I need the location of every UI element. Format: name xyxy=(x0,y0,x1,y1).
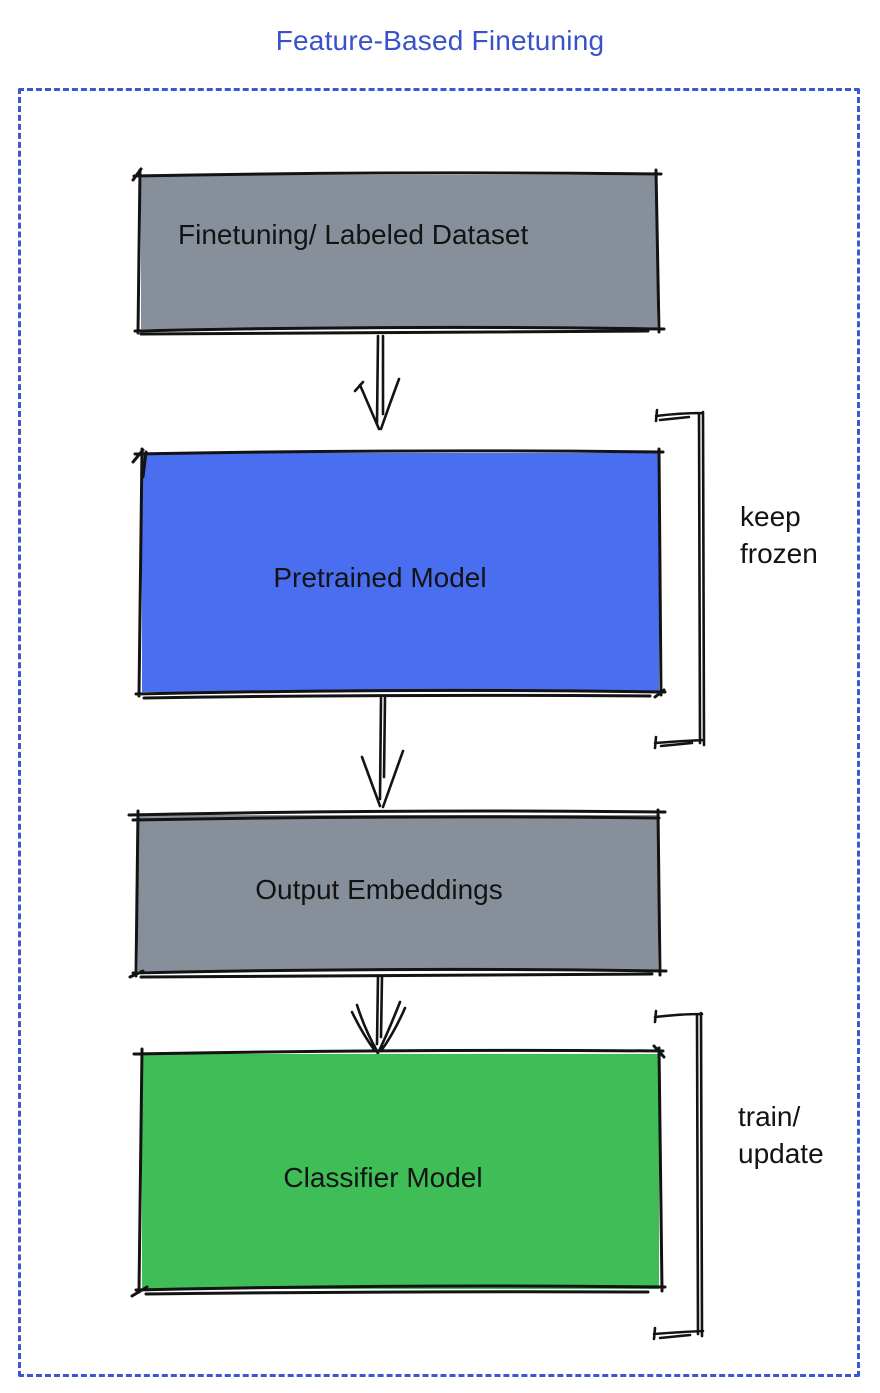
classifier-model-label: Classifier Model xyxy=(283,1162,483,1193)
diagram-title: Feature-Based Finetuning xyxy=(275,25,605,56)
sketch-outline xyxy=(127,808,668,979)
dashed-frame xyxy=(18,88,860,1377)
arrow-stroke xyxy=(350,974,407,1058)
box-pretrained-model xyxy=(131,447,667,700)
arrow-stroke xyxy=(360,696,405,809)
keep-frozen-annotation: keep frozen xyxy=(740,501,818,569)
arrow-down-icon xyxy=(350,974,407,1058)
bracket-stroke xyxy=(652,1009,705,1341)
pretrained-model-label: Pretrained Model xyxy=(273,562,487,593)
pretrained-model-rect xyxy=(142,453,659,692)
sketch-outline xyxy=(131,167,666,336)
classifier-model-rect xyxy=(142,1054,659,1289)
box-output-embeddings xyxy=(127,808,668,979)
sketch-outline xyxy=(131,447,667,700)
finetuning-dataset-rect xyxy=(141,175,657,329)
train-update-annotation: train/ update xyxy=(738,1101,824,1169)
box-finetuning-dataset xyxy=(131,167,666,336)
box-classifier-model xyxy=(130,1044,667,1298)
output-embeddings-label: Output Embeddings xyxy=(255,874,503,905)
arrow-down-icon xyxy=(353,334,401,431)
sketch-outline xyxy=(130,1044,667,1298)
arrow-down-icon xyxy=(360,696,405,809)
bracket-right-icon xyxy=(653,408,706,750)
bracket-stroke xyxy=(653,408,706,750)
arrow-stroke xyxy=(353,334,401,431)
output-embeddings-rect xyxy=(138,815,658,971)
bracket-right-icon xyxy=(652,1009,705,1341)
finetuning-dataset-label: Finetuning/ Labeled Dataset xyxy=(178,219,529,250)
